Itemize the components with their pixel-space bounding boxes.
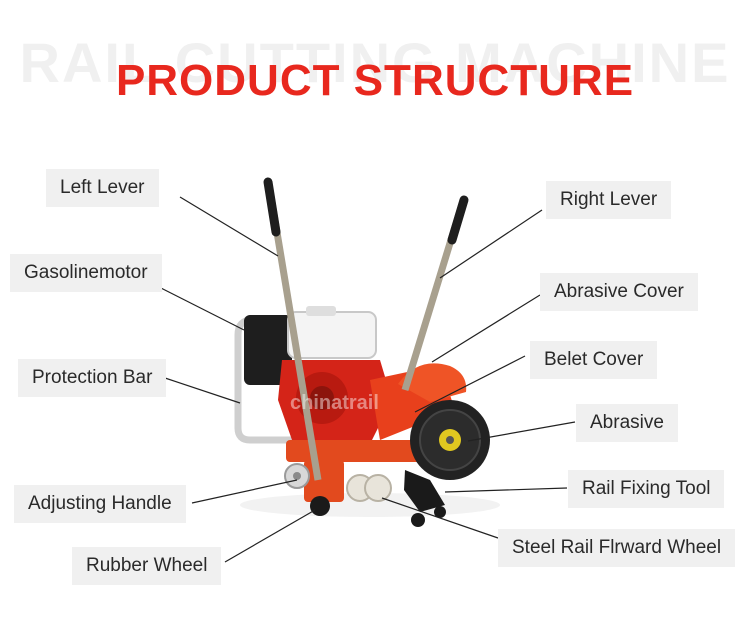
leader-gasoline-motor — [154, 284, 245, 331]
label-left-lever: Left Lever — [46, 169, 159, 207]
label-right-lever: Right Lever — [546, 181, 672, 219]
label-abrasive-cover: Abrasive Cover — [540, 273, 698, 311]
label-adjusting-handle: Adjusting Handle — [14, 485, 186, 523]
background-title: RAIL CUTTING MACHINE — [19, 31, 731, 94]
leader-adjusting-handle — [191, 479, 298, 504]
watermark: chinatrail — [290, 392, 379, 414]
label-abrasive: Abrasive — [576, 404, 678, 442]
page-title: PRODUCT STRUCTURE — [115, 56, 635, 105]
leader-abrasive — [467, 421, 576, 442]
leader-rail-fixing-tool — [444, 487, 568, 493]
label-rubber-wheel: Rubber Wheel — [72, 547, 222, 585]
leader-rubber-wheel — [224, 509, 316, 563]
leader-steel-rail-forward-wheel — [381, 497, 499, 539]
label-rail-fixing-tool: Rail Fixing Tool — [568, 470, 725, 508]
leader-protection-bar — [164, 377, 241, 404]
leader-abrasive-cover — [431, 294, 541, 363]
label-belt-cover: Belet Cover — [530, 341, 658, 379]
label-protection-bar: Protection Bar — [18, 359, 167, 397]
leader-right-lever — [439, 209, 543, 279]
leader-belt-cover — [414, 355, 526, 413]
leader-left-lever — [179, 196, 279, 257]
label-steel-rail-forward-wheel: Steel Rail Flrward Wheel — [498, 529, 736, 567]
label-gasoline-motor: Gasolinemotor — [10, 254, 162, 292]
